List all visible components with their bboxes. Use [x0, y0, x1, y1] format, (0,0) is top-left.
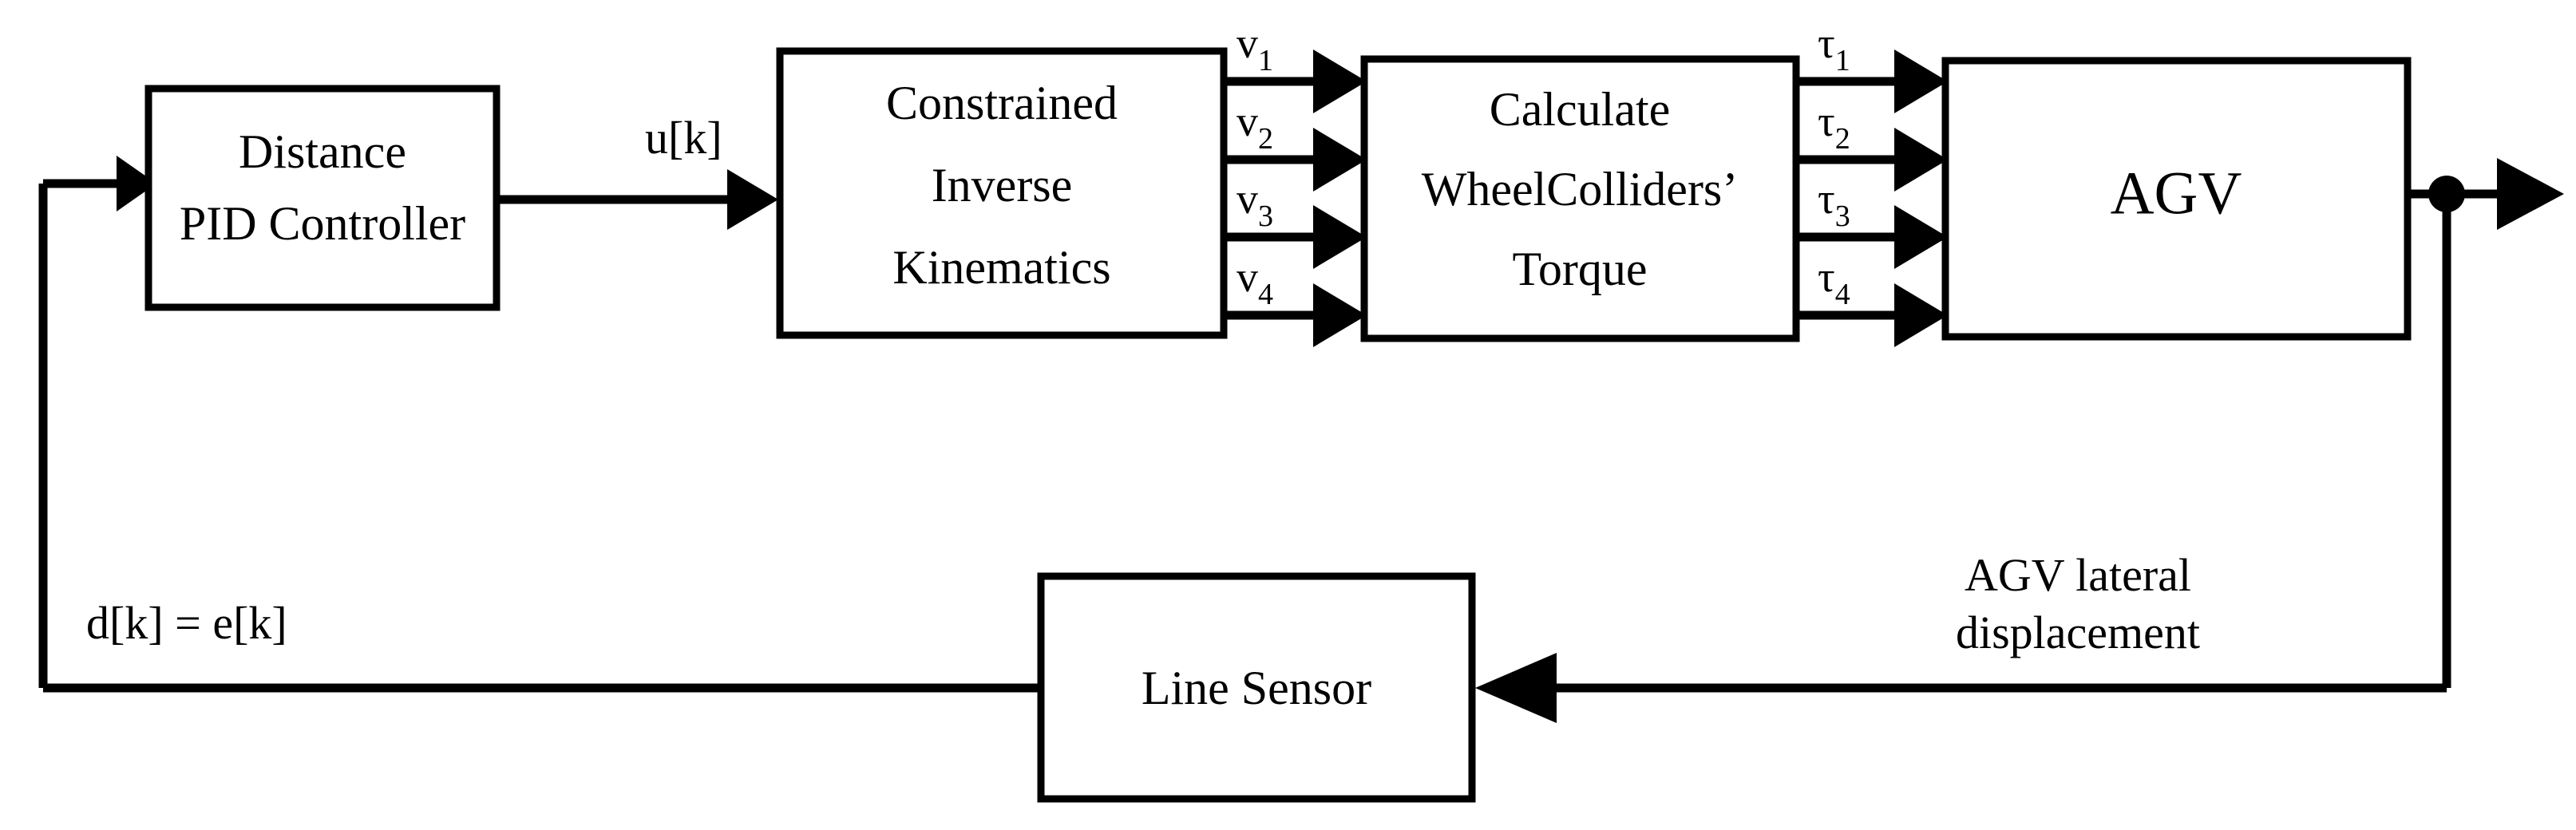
arrowhead-tau3	[1894, 205, 1948, 269]
signal-label-tau2: τ2	[1818, 97, 1850, 156]
signal-label-v2: v2	[1237, 97, 1273, 156]
block-label-cik-line3: Kinematics	[892, 241, 1110, 294]
arrowhead-tau2	[1894, 128, 1948, 192]
block-label-torque-line1: Calculate	[1490, 83, 1671, 136]
arrowhead-v2	[1313, 128, 1367, 192]
signal-label-error: d[k] = e[k]	[86, 597, 287, 649]
block-distance-pid-controller[interactable]	[144, 85, 501, 311]
arrowhead-tau1	[1894, 49, 1948, 113]
block-label-torque-line2: WheelColliders’	[1422, 163, 1739, 215]
signal-label-v4: v4	[1237, 253, 1273, 311]
block-constrained-inverse-kinematics[interactable]	[776, 47, 1228, 339]
cik-input-arrowhead	[727, 169, 778, 230]
block-label-line-sensor: Line Sensor	[1142, 662, 1371, 714]
arrowhead-v4	[1313, 283, 1367, 347]
block-label-cik-line1: Constrained	[886, 77, 1118, 129]
block-label-agv: AGV	[2111, 160, 2242, 227]
block-agv[interactable]	[1941, 57, 2412, 341]
block-calculate-wheelcolliders-torque[interactable]	[1360, 55, 1800, 342]
signal-label-v3: v3	[1237, 175, 1273, 233]
block-label-pid-line2: PID Controller	[180, 197, 465, 250]
signal-label-tau4: τ4	[1818, 253, 1850, 311]
linesensor-input-arrowhead	[1475, 653, 1557, 723]
signal-label-feedback-line1: AGV lateral	[1965, 549, 2191, 601]
signal-label-tau1: τ1	[1818, 19, 1850, 77]
block-label-cik-line2: Inverse	[932, 159, 1073, 211]
pid-input-arrowhead	[117, 156, 156, 211]
block-line-sensor[interactable]	[1037, 572, 1476, 803]
arrowhead-v3	[1313, 205, 1367, 269]
block-label-torque-line3: Torque	[1512, 243, 1647, 295]
arrowhead-tau4	[1894, 283, 1948, 347]
arrowhead-v1	[1313, 49, 1367, 113]
block-label-pid-line1: Distance	[239, 125, 406, 178]
signal-label-feedback-line2: displacement	[1956, 607, 2200, 658]
signal-label-u-k: u[k]	[645, 112, 722, 164]
signal-label-v1: v1	[1237, 19, 1273, 77]
signal-label-tau3: τ3	[1818, 175, 1850, 233]
agv-output-arrowhead	[2497, 158, 2564, 230]
